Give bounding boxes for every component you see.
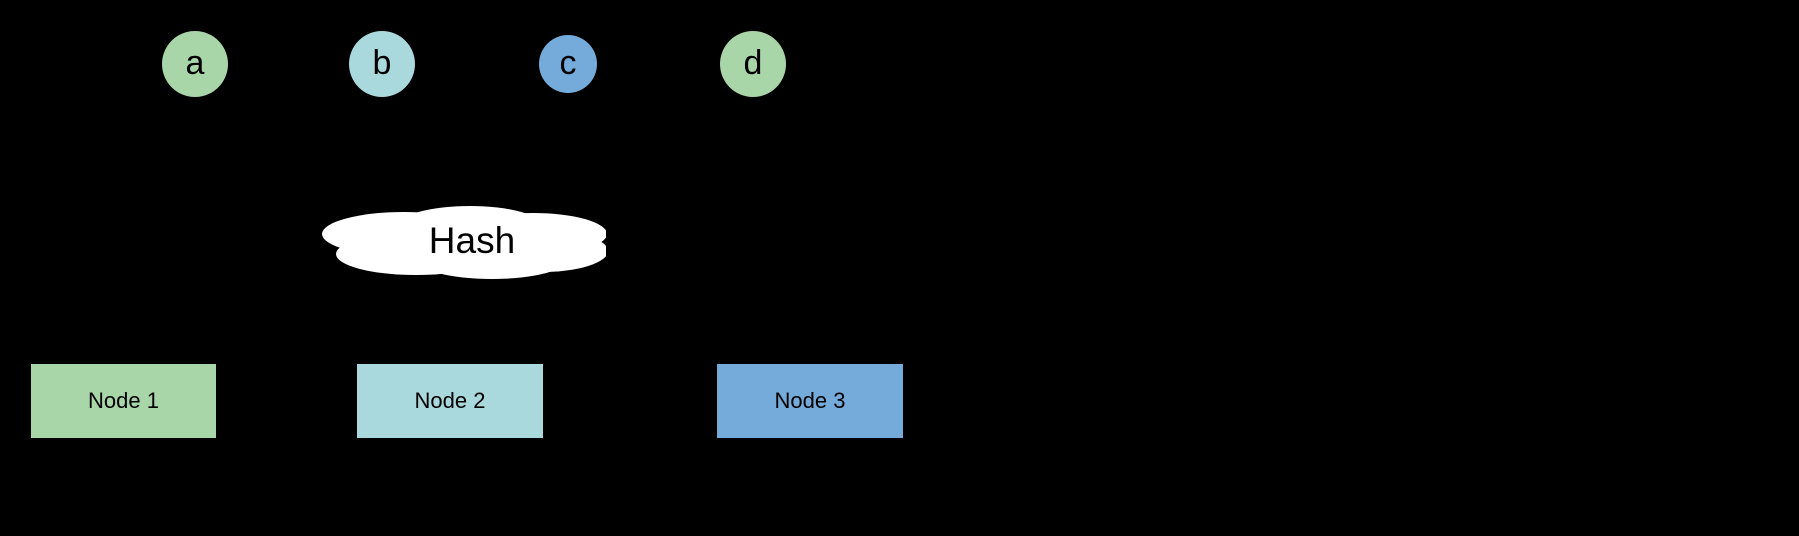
node-box-3[interactable]: Node 3	[717, 364, 903, 438]
key-node-d-label: d	[743, 44, 763, 82]
key-node-a[interactable]: a	[162, 31, 228, 97]
key-node-b[interactable]: b	[349, 31, 415, 97]
node-box-2-label: Node 2	[414, 388, 486, 413]
hash-cloud[interactable]: Hash	[320, 196, 606, 282]
key-node-d[interactable]: d	[720, 31, 786, 97]
node-box-1[interactable]: Node 1	[31, 364, 216, 438]
node-box-3-label: Node 3	[774, 388, 846, 413]
key-node-a-label: a	[185, 44, 205, 82]
key-node-b-label: b	[372, 44, 392, 82]
node-box-2[interactable]: Node 2	[357, 364, 543, 438]
node-box-1-label: Node 1	[88, 388, 159, 413]
cloud-icon	[322, 206, 606, 279]
key-node-c[interactable]: c	[539, 35, 597, 93]
key-node-c-label: c	[559, 44, 577, 82]
